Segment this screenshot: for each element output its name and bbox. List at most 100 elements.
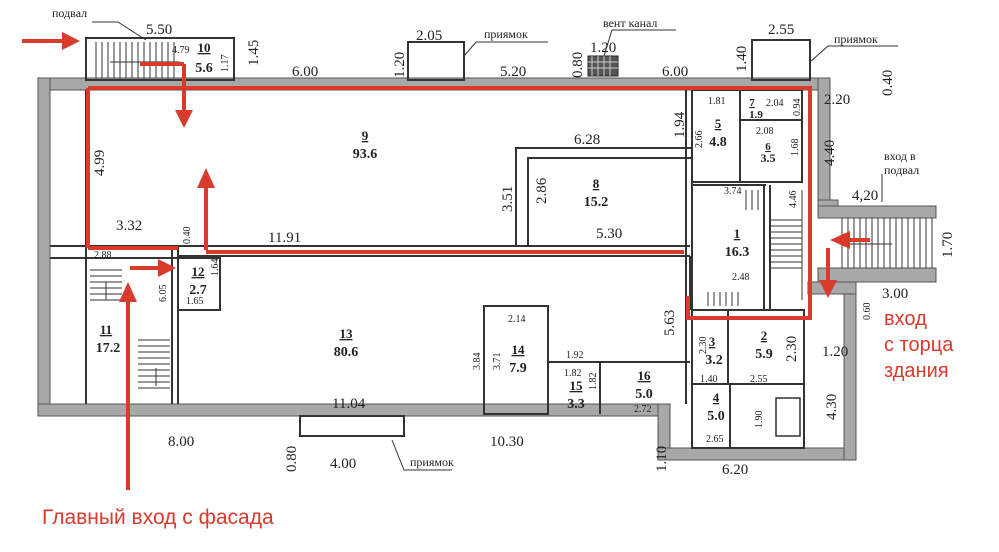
- room-14-num: 14: [512, 342, 526, 357]
- stairs: [90, 42, 933, 389]
- room-13-area: 80.6: [334, 345, 359, 360]
- label-vhod-podval: подвал: [884, 163, 919, 177]
- dim-3-71: 3.71: [492, 353, 503, 371]
- room-11-num: 11: [100, 322, 112, 337]
- dim-1-68: 1.68: [790, 139, 801, 157]
- dim-3-00: 3.00: [882, 286, 908, 302]
- room-16-area: 5.0: [635, 387, 653, 402]
- dim-1-40-top: 1.40: [734, 46, 750, 72]
- dim-5-20: 5.20: [500, 64, 526, 80]
- room-14-area: 7.9: [509, 361, 527, 376]
- label-priyamok-right: приямок: [834, 32, 878, 46]
- label-priyamok-top: приямок: [484, 27, 528, 41]
- room-6-num: 6: [765, 141, 771, 153]
- dim-1-20-top: 1.20: [392, 52, 408, 78]
- dim-6-00-right: 6.00: [662, 64, 688, 80]
- room-12-area: 2.7: [189, 283, 207, 298]
- dim-5-30: 5.30: [596, 226, 622, 242]
- room-16-num: 16: [638, 368, 652, 383]
- dim-4-99: 4.99: [92, 150, 108, 176]
- route-arrows: [22, 32, 870, 490]
- arrow-stair10-down: [140, 62, 193, 128]
- room-8-num: 8: [593, 176, 600, 191]
- dim-1-20-right: 1.20: [822, 344, 848, 360]
- dim-1-40-mid: 1.40: [700, 374, 718, 385]
- dimension-labels: 5.50 1.45 6.00 1.20 2.05 5.20 0.80 1.20 …: [92, 22, 956, 478]
- room-3-num: 3: [709, 334, 716, 349]
- dim-0-60: 0.60: [862, 303, 873, 321]
- dim-1-92: 1.92: [566, 350, 584, 361]
- dim-4-40: 4.40: [822, 140, 838, 166]
- dim-2-30-left: 2.30: [698, 337, 709, 355]
- dim-4-20: 4,20: [852, 188, 878, 204]
- pit-box: [775, 397, 801, 437]
- dim-3-84: 3.84: [472, 353, 483, 371]
- dim-10-30: 10.30: [490, 434, 524, 450]
- dim-0-40-right: 0.40: [880, 70, 896, 96]
- room-11-area: 17.2: [96, 341, 121, 356]
- room-3-area: 3.2: [705, 353, 723, 368]
- dim-1-82-a: 1.82: [564, 368, 582, 379]
- dim-5-63: 5.63: [662, 310, 678, 336]
- leader-lines: [92, 21, 898, 471]
- arrow-room9-up: [197, 168, 215, 250]
- dim-2-05: 2.05: [416, 28, 442, 44]
- dim-2-04: 2.04: [766, 98, 784, 109]
- label-podval: подвал: [52, 6, 87, 20]
- dim-8-00: 8.00: [168, 434, 194, 450]
- dim-1-17: 1.17: [220, 55, 231, 73]
- room-5-num: 5: [715, 116, 722, 131]
- room-9-num: 9: [362, 128, 369, 143]
- dim-0-80-bottom: 0.80: [284, 446, 300, 472]
- dim-2-30-right: 2.30: [784, 336, 800, 362]
- stair-1: [707, 190, 803, 306]
- dim-6-28: 6.28: [574, 132, 600, 148]
- room-9-area: 93.6: [353, 147, 378, 162]
- room-10-area: 5.6: [195, 61, 213, 76]
- dim-1-64: 1.64: [210, 259, 221, 277]
- route-lines: [86, 86, 812, 320]
- dim-2-88: 2.88: [94, 250, 112, 261]
- dim-6-20: 6.20: [722, 462, 748, 478]
- room-2-num: 2: [761, 328, 768, 343]
- dim-2-72: 2.72: [634, 404, 652, 415]
- dim-6-05: 6.05: [158, 285, 169, 303]
- room-12-num: 12: [192, 264, 205, 279]
- stair-11: [90, 269, 170, 389]
- dim-4-00: 4.00: [330, 456, 356, 472]
- room-15-area: 3.3: [567, 397, 585, 412]
- label-priyamok-bottom: приямок: [410, 455, 454, 469]
- dim-2-55-top: 2.55: [768, 22, 794, 38]
- label-vhod-v: вход в: [884, 149, 916, 163]
- dim-0-40-left: 0.40: [182, 227, 193, 245]
- dim-2-48: 2.48: [732, 272, 750, 283]
- room-4-area: 5.0: [707, 409, 725, 424]
- label-vent-kanal: вент канал: [603, 16, 657, 30]
- room-6-area: 3.5: [761, 151, 776, 165]
- room-15-num: 15: [570, 378, 584, 393]
- dim-11-04: 11.04: [332, 396, 366, 412]
- room-10-num: 10: [198, 40, 211, 55]
- side-entrance-line-1: вход: [884, 308, 927, 330]
- dim-2-14: 2.14: [508, 314, 526, 325]
- inner-walls: [50, 37, 811, 449]
- room-1-num: 1: [734, 226, 741, 241]
- room-13-num: 13: [340, 326, 354, 341]
- dim-0-94: 0.94: [792, 99, 803, 117]
- arrow-entry-topleft: [22, 32, 80, 50]
- dim-0-80-top: 0.80: [570, 52, 586, 78]
- arrow-room12: [130, 259, 176, 277]
- dim-4-79: 4.79: [172, 45, 190, 56]
- side-entrance-line-3: здания: [884, 360, 949, 382]
- dim-4-30: 4.30: [824, 394, 840, 420]
- vent-grille: [587, 55, 619, 77]
- dim-3-74: 3.74: [724, 186, 742, 197]
- arrow-side-entrance: [830, 231, 870, 249]
- room-2-area: 5.9: [755, 347, 773, 362]
- dim-2-86: 2.86: [534, 177, 550, 204]
- dim-1-82-b: 1.82: [588, 373, 599, 391]
- dim-1-10: 1.10: [654, 446, 670, 472]
- dim-6-00-left: 6.00: [292, 64, 318, 80]
- dim-2-20: 2.20: [824, 92, 850, 108]
